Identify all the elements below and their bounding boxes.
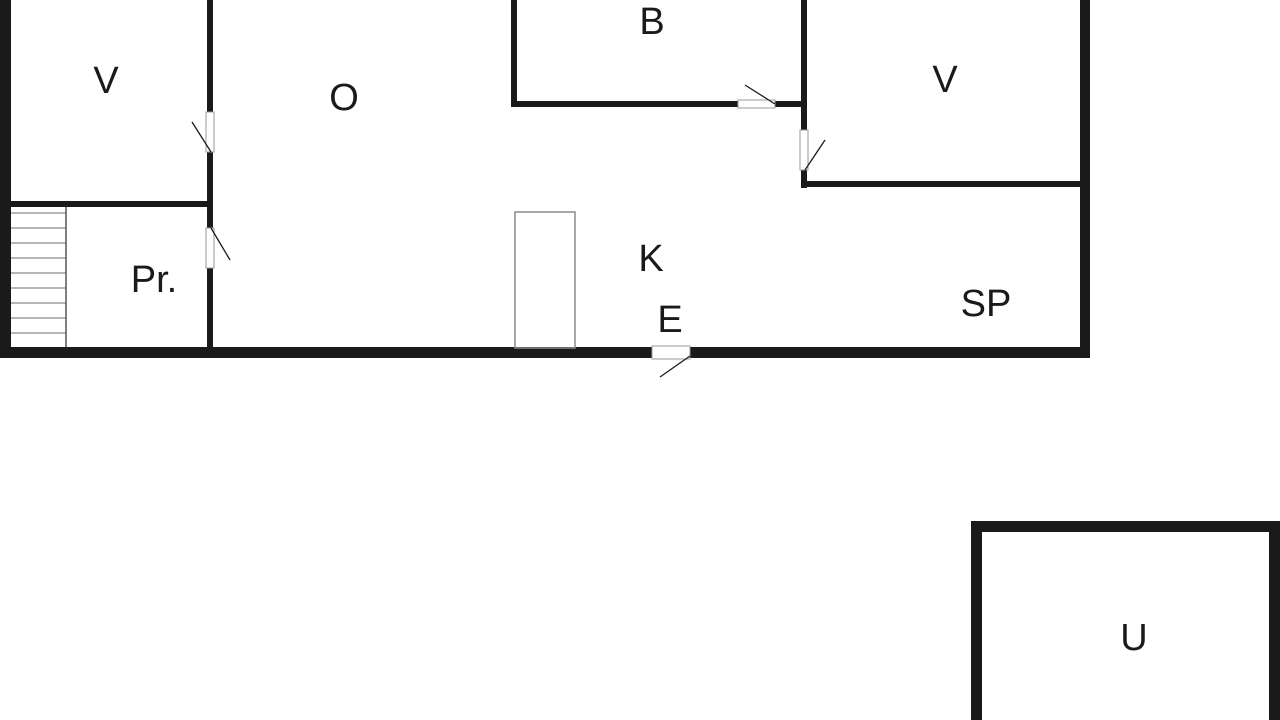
wall-bottom-right xyxy=(690,347,1090,358)
room-label-u: U xyxy=(1120,617,1148,659)
room-label-sp: SP xyxy=(960,283,1012,325)
outbuilding-wall-left xyxy=(971,521,982,720)
door-swing-v-left xyxy=(191,121,212,153)
outbuilding-wall-top xyxy=(971,521,1280,532)
room-label-b: B xyxy=(639,1,665,43)
wall-v-right-lower xyxy=(801,170,807,188)
room-label-o: O xyxy=(329,77,359,119)
interior-walls xyxy=(11,0,1082,348)
room-label-pr: Pr. xyxy=(130,259,178,301)
wall-v-pr xyxy=(11,201,209,207)
door-swing-pr xyxy=(210,227,231,261)
doors xyxy=(191,84,826,378)
door-v-left xyxy=(205,111,215,153)
kitchen-counter xyxy=(514,211,576,349)
wall-right xyxy=(1080,0,1090,358)
door-swing-v-right xyxy=(804,139,826,171)
room-label-k: K xyxy=(638,238,664,280)
wall-left xyxy=(0,0,11,358)
wall-pr-o-lower xyxy=(207,268,213,348)
door-swing-entrance xyxy=(659,355,691,378)
room-label-v-left: V xyxy=(93,60,119,102)
room-label-v-right: V xyxy=(932,59,958,101)
outbuilding xyxy=(971,521,1280,720)
door-pr xyxy=(205,227,215,269)
wall-b-left xyxy=(511,0,517,107)
wall-bottom-left xyxy=(0,347,652,358)
door-swing-b xyxy=(744,84,776,105)
wall-b-right xyxy=(801,0,807,130)
door-entrance xyxy=(651,345,691,360)
wall-v-o-middle xyxy=(207,152,213,228)
exterior-walls xyxy=(0,0,1090,358)
wall-v-right-bottom xyxy=(801,181,1082,187)
room-label-e: E xyxy=(657,299,683,341)
door-v-right xyxy=(799,129,809,171)
wall-b-bottom-left xyxy=(511,101,738,107)
staircase xyxy=(11,207,67,347)
wall-b-bottom-right xyxy=(775,101,807,107)
wall-v-o-upper xyxy=(207,0,213,112)
outbuilding-wall-right xyxy=(1269,521,1280,720)
